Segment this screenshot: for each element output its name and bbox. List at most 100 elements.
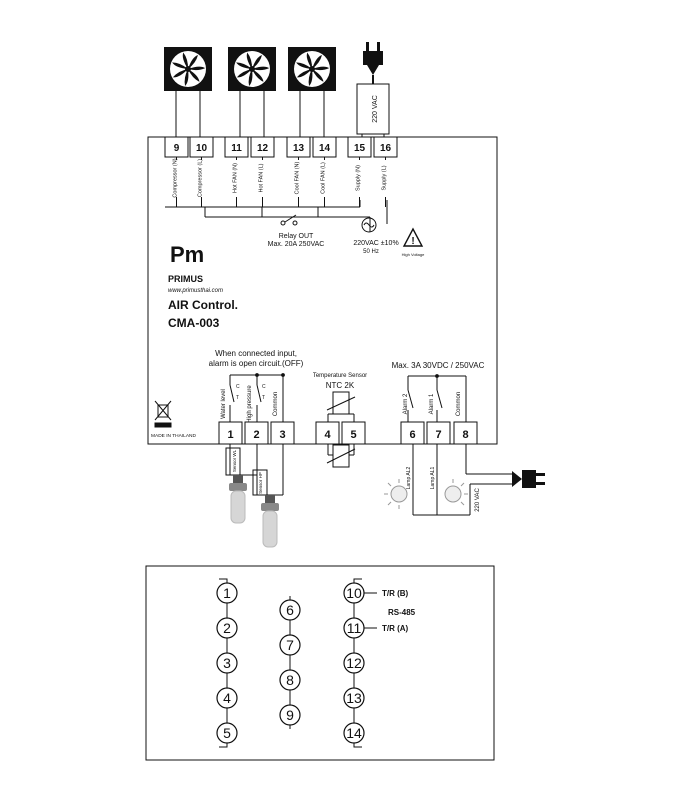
- pin-number: 11: [347, 620, 362, 636]
- relay-circuit: [165, 200, 388, 233]
- fan-icon: [228, 47, 276, 137]
- pinout-panel: [145, 565, 495, 761]
- pin-circle: 12: [343, 652, 365, 674]
- bottom-terminal-number: 2: [253, 429, 259, 441]
- high-pressure-sensor-icon: [261, 495, 279, 548]
- input-note-line1: When connected input,: [215, 349, 297, 358]
- high-pressure-trip-mark: T: [262, 395, 265, 401]
- controller-body: [147, 136, 498, 445]
- supply-spec-frequency: 50 Hz: [363, 249, 379, 255]
- top-terminal-label: Cool FAN (L): [321, 162, 327, 194]
- bottom-terminal: 1 Water level: [218, 389, 243, 445]
- pin-number: 13: [346, 690, 362, 706]
- top-terminal-number: 16: [380, 143, 392, 154]
- water-level-trip-mark: T: [236, 395, 239, 401]
- bottom-terminal-number: 5: [350, 429, 356, 441]
- top-terminal-number: 11: [231, 143, 242, 154]
- ntc-sensor-symbol: [326, 391, 356, 423]
- power-plug-icon: [363, 42, 383, 84]
- top-terminal-label: Compressor (L): [198, 159, 204, 197]
- top-terminal-number: 10: [196, 143, 208, 154]
- made-in-label: MADE IN THAILAND: [151, 433, 196, 439]
- bottom-terminal-number: 6: [409, 429, 415, 441]
- brand-name: PRIMUS: [168, 274, 203, 284]
- top-terminal-label: Compressor (N): [173, 158, 179, 197]
- bottom-terminal: 5: [341, 421, 366, 445]
- bottom-terminal-number: 7: [435, 429, 441, 441]
- bottom-terminal-number: 4: [324, 429, 331, 441]
- pin-circle: 7: [279, 634, 301, 656]
- pin-number: 2: [223, 620, 231, 636]
- pin-number: 10: [346, 585, 362, 601]
- top-terminal-number: 14: [319, 143, 331, 154]
- bottom-supply-label: 220 VAC: [475, 488, 481, 512]
- relay-max-label: Max. 3A 30VDC / 250VAC: [392, 361, 485, 370]
- pin-circle: 3: [216, 652, 238, 674]
- bottom-terminal-label: Common: [273, 392, 279, 416]
- lamp-al2-icon: [384, 479, 408, 509]
- bottom-terminal-label: Water level: [221, 389, 227, 419]
- water-level-contact-mark: C: [236, 384, 240, 390]
- bottom-terminal-label: Alarm 1: [429, 393, 435, 414]
- pin-number: 5: [223, 725, 231, 741]
- rs485-label: RS-485: [388, 608, 416, 617]
- temp-sensor-title: Temperature Sensor: [313, 373, 367, 379]
- input-note-line2: alarm is open circuit.(OFF): [209, 359, 304, 368]
- pin-number: 6: [286, 602, 294, 618]
- pin-circle: 5: [216, 722, 238, 744]
- lamp-al2-label: Lamp AL2: [406, 467, 412, 490]
- pin-number: 4: [223, 690, 231, 706]
- bottom-terminal-number: 1: [227, 429, 233, 441]
- top-terminal-label: Supply (L): [382, 165, 388, 190]
- pin-number: 12: [346, 655, 362, 671]
- bottom-terminal-number: 3: [279, 429, 285, 441]
- fan-icon: [288, 47, 336, 137]
- top-terminal-label: Cool FAN (N): [295, 161, 301, 194]
- alarm-relay-circuit: [407, 374, 467, 422]
- supply-cable-box: [356, 83, 390, 135]
- sensor-wl-label: Sensor WL: [232, 449, 237, 472]
- pin-number: 14: [346, 725, 362, 741]
- sensor-hp-label: Sensor HP: [258, 472, 263, 494]
- weee-bin-icon: [154, 400, 172, 428]
- fan-group: [164, 47, 385, 137]
- pin-number: 8: [286, 672, 294, 688]
- bottom-terminal-label: Alarm 2: [403, 393, 409, 414]
- bottom-terminal-label: Common: [456, 392, 462, 416]
- pin-circle: 10: [343, 582, 365, 604]
- supply-spec-voltage: 220VAC ±10%: [353, 240, 398, 247]
- bottom-terminal-label: High pressure: [247, 385, 253, 423]
- top-terminal-label: Supply (N): [356, 165, 362, 191]
- top-terminal-number: 13: [293, 143, 305, 154]
- pin-circle: 8: [279, 669, 301, 691]
- top-terminal-number: 15: [354, 143, 366, 154]
- pin-circle: 11: [343, 617, 365, 639]
- pin-circle: 1: [216, 582, 238, 604]
- power-plug-right-icon: [512, 470, 545, 488]
- top-terminal-label: Hot FAN (L): [259, 163, 265, 192]
- supply-cable-label: 220 VAC: [372, 95, 379, 123]
- high-voltage-warning-icon: !: [402, 227, 424, 247]
- pin-circle: 6: [279, 599, 301, 621]
- lamp-al1-label: Lamp AL1: [430, 467, 436, 490]
- fan-icon: [164, 47, 212, 137]
- high-pressure-contact-mark: C: [262, 384, 266, 390]
- controller-title: AIR Control.: [168, 298, 238, 312]
- pin-number: 9: [286, 707, 294, 723]
- water-level-sensor-icon: [229, 475, 247, 524]
- bottom-terminal: 7 Alarm 1: [426, 393, 451, 445]
- svg-text:!: !: [411, 236, 414, 247]
- relay-out-label: Relay OUT: [279, 233, 314, 240]
- lamp-al1-icon: [444, 479, 468, 506]
- relay-out-spec: Max. 20A 250VAC: [268, 241, 325, 248]
